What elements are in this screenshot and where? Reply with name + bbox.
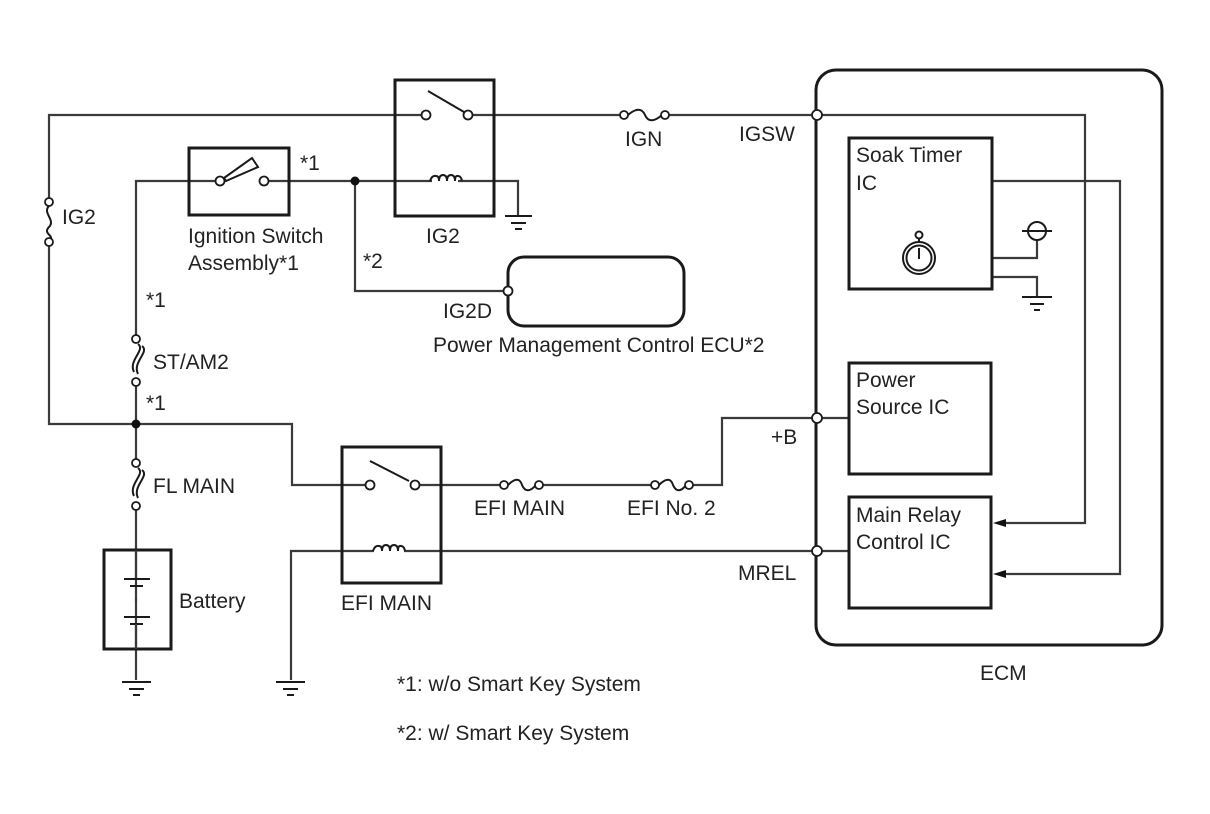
- junction-dot: [131, 419, 141, 429]
- efi-main-fuse: EFI MAIN: [474, 478, 565, 520]
- wire-ig2-coil-out: [458, 179, 520, 215]
- ground-icon: [122, 681, 151, 696]
- arrow-icon: [993, 519, 1006, 527]
- ig2d-terminal-label: IG2D: [443, 300, 492, 323]
- power-management-ecu-label: Power Management Control ECU*2: [433, 334, 765, 357]
- power-supply-icon: [1022, 221, 1052, 241]
- efi-main-relay-label: EFI MAIN: [341, 592, 432, 615]
- ecm: ECM Soak Timer IC: [811, 68, 1164, 685]
- key-switch-icon: [222, 156, 260, 183]
- terminal-mrel: [811, 545, 823, 557]
- wire-ig2d-branch: [353, 181, 506, 293]
- ig2-fuse: IG2: [44, 197, 96, 247]
- soak-timer-ic: Soak Timer IC: [847, 136, 994, 291]
- wire-ig2-left-down: [47, 245, 370, 487]
- ig2-relay: IG2: [393, 78, 496, 248]
- wire-igsw-internal: [819, 113, 1087, 525]
- wire-ig2-top: [47, 113, 426, 200]
- st-am2-fuse-label: ST/AM2: [153, 351, 229, 374]
- note-1: *1: w/o Smart Key System: [397, 673, 641, 696]
- ecm-label: ECM: [980, 662, 1027, 685]
- junction-dot: [350, 176, 360, 186]
- marker-star2-branch: *2: [363, 250, 383, 273]
- wire-soak-vcc: [992, 240, 1039, 260]
- terminal-plus-b: [811, 412, 823, 424]
- main-relay-control-ic: Main Relay Control IC: [847, 495, 993, 610]
- battery-label: Battery: [179, 590, 246, 613]
- main-relay-control-ic-label-1: Main Relay: [856, 504, 962, 527]
- ground-icon: [1022, 296, 1052, 311]
- mrel-terminal-label: MREL: [738, 562, 796, 585]
- efi-no2-fuse: EFI No. 2: [627, 478, 716, 520]
- soak-timer-ic-label-1: Soak Timer: [856, 144, 962, 167]
- relay-coil-icon: [429, 173, 463, 182]
- ignition-switch-label-1: Ignition Switch: [188, 225, 323, 248]
- igsw-terminal-label: IGSW: [739, 123, 795, 146]
- marker-star1-switch: *1: [300, 152, 320, 175]
- efi-main-fuse-label: EFI MAIN: [474, 497, 565, 520]
- st-am2-fuse: ST/AM2: [131, 334, 229, 387]
- wire-st-up: [134, 179, 220, 335]
- wire-soak-internal: [992, 179, 1122, 576]
- plus-b-terminal-label: +B: [771, 426, 797, 449]
- soak-timer-ic-label-2: IC: [856, 172, 877, 195]
- ground-icon: [276, 681, 305, 696]
- power-source-ic: Power Source IC: [847, 361, 993, 476]
- power-management-ecu: IG2D Power Management Control ECU*2: [433, 255, 765, 357]
- ig2-relay-label: IG2: [426, 225, 460, 248]
- ig2-fuse-label: IG2: [62, 206, 96, 229]
- fl-main-fuse: FL MAIN: [131, 458, 235, 511]
- ignition-switch: Ignition Switch Assembly*1: [187, 146, 323, 275]
- note-2: *2: w/ Smart Key System: [397, 722, 629, 745]
- ignition-switch-label-2: Assembly*1: [188, 252, 299, 275]
- wires: [47, 113, 1122, 680]
- relay-coil-icon: [372, 543, 406, 552]
- wire-efi-coil: [289, 549, 374, 680]
- terminal-igsw: [811, 109, 823, 121]
- marker-star1-lower: *1: [146, 392, 166, 415]
- power-source-ic-label-2: Source IC: [856, 396, 949, 419]
- wire-soak-gnd: [992, 275, 1039, 297]
- ground-icon: [505, 215, 532, 230]
- efi-no2-fuse-label: EFI No. 2: [627, 497, 716, 520]
- ign-fuse: IGN: [619, 108, 670, 151]
- marker-star1-upper: *1: [146, 289, 166, 312]
- efi-main-relay: EFI MAIN: [340, 445, 443, 615]
- fl-main-fuse-label: FL MAIN: [153, 475, 235, 498]
- ign-fuse-label: IGN: [625, 128, 662, 151]
- battery: Battery: [102, 548, 246, 651]
- wire-efi2-out: [690, 416, 815, 487]
- main-relay-control-ic-label-2: Control IC: [856, 531, 951, 554]
- arrow-icon: [993, 570, 1006, 578]
- power-source-ic-label-1: Power: [856, 369, 916, 392]
- stopwatch-icon: [902, 230, 936, 275]
